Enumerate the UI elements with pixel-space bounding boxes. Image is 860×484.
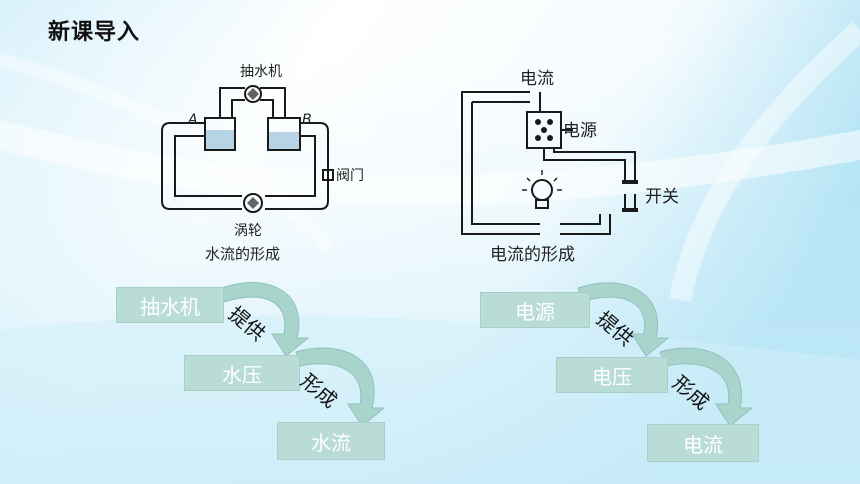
- valve-label: 阀门: [336, 168, 364, 184]
- point-a-label: A: [187, 112, 198, 128]
- water-box-current: 水流: [277, 422, 385, 460]
- water-box-pump: 抽水机: [116, 287, 224, 323]
- pump-label: 抽水机: [240, 64, 282, 80]
- water-box-pressure: 水压: [184, 355, 300, 391]
- water-diagram-caption: 水流的形成: [205, 245, 280, 263]
- electric-circuit-diagram: 电流 电源 开关 电流的形成: [461, 69, 679, 265]
- electric-box-voltage: 电压: [556, 357, 668, 393]
- switch-label: 开关: [645, 187, 679, 207]
- slide-title: 新课导入: [48, 20, 141, 45]
- power-source-label: 电源: [563, 121, 597, 141]
- electric-box-source: 电源: [480, 292, 590, 328]
- water-circuit-diagram: 抽水机 A B 阀门 涡轮 水流的形成: [161, 64, 364, 263]
- turbine-label: 涡轮: [234, 223, 262, 239]
- current-label: 电流: [520, 69, 554, 89]
- electric-diagram-caption: 电流的形成: [490, 245, 575, 265]
- point-b-label: B: [302, 112, 312, 128]
- electric-box-current: 电流: [647, 424, 759, 462]
